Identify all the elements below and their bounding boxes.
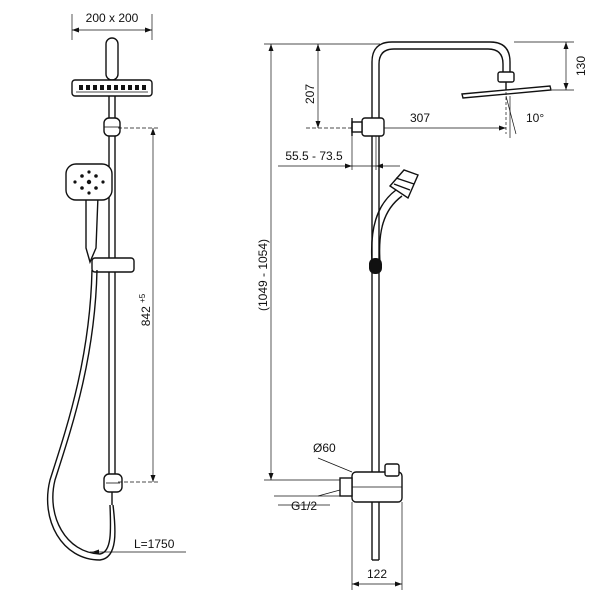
nozzle-row [79,85,146,90]
overhead-shower-head-front [71,37,153,97]
shower-arm-side [371,41,515,128]
riser-pipe-side [369,136,382,561]
front-view: 200 x 200 [46,11,186,561]
hand-shower-side [370,169,419,263]
head-offset-dimension: 130 [514,41,588,91]
wall-distance-dimension: 55.5 - 73.5 [278,136,400,170]
inlet-spacing-dimension: 122 [351,502,403,590]
hand-shower-front [65,163,135,273]
wall-distance-label: 55.5 - 73.5 [285,149,343,163]
svg-text:842 +5: 842 +5 [138,293,153,326]
hose-length-callout: L=1750 [90,537,186,555]
rail-height-label: 842 [139,306,153,326]
tilt-angle-label: 10° [526,111,544,125]
total-height-label: (1049 - 1054) [256,239,270,311]
arm-height-dimension: 207 [303,44,352,129]
riser-rail-front [103,96,121,476]
thread-size-label: G1/2 [291,499,317,513]
arm-height-label: 207 [303,84,317,104]
wall-bracket-side [351,117,385,137]
thermostatic-mixer-side [339,463,403,503]
inlet-spacing-label: 122 [367,567,387,581]
lower-bracket-front [103,473,123,505]
overhead-shower-head-side [461,82,552,99]
inlet-diameter-label: Ø60 [313,441,336,455]
total-height-dimension: (1049 - 1054) [256,43,380,481]
head-size-label: 200 x 200 [86,11,139,25]
arm-reach-label: 307 [410,111,430,125]
side-view: (1049 - 1054) 207 130 [256,41,588,590]
hose-length-label: L=1750 [134,537,175,551]
slider-holder [91,257,135,273]
tilt-angle-dimension: 10° [505,95,544,138]
head-width-dimension: 200 x 200 [71,11,153,40]
head-offset-label: 130 [574,56,588,76]
rail-height-dimension: 842 +5 [118,127,160,483]
inlet-callouts: Ø60 G1/2 [274,441,353,513]
rail-tolerance-label: +5 [138,293,147,303]
slider-knob-side [369,258,382,274]
flexible-hose [46,269,116,561]
